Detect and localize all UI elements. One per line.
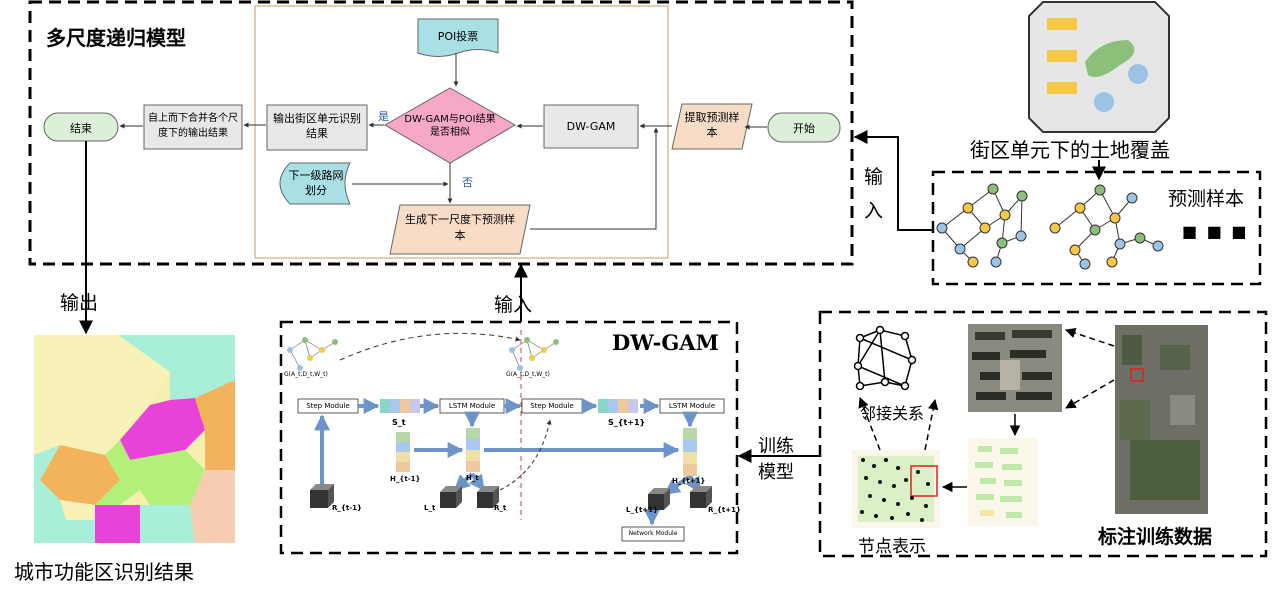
dwgam-panel-title: DW-GAM <box>612 330 719 355</box>
city-satellite-image <box>1115 325 1208 514</box>
zoomed-satellite-tile <box>968 324 1062 412</box>
land-cover-label: 街区单元下的土地覆盖 <box>970 138 1170 162</box>
h-t-plus-vector <box>683 428 697 476</box>
dwgam-box-shape <box>543 104 639 149</box>
next-road-shape <box>279 162 351 205</box>
node-dots <box>860 458 930 522</box>
h-t1-label: H_{t-1} <box>390 475 421 483</box>
r-t1-label: R_{t-1} <box>332 504 362 512</box>
extract-samples-label: 提取预测样本 <box>684 111 740 139</box>
dwgam-box-label: DW-GAM <box>566 120 616 133</box>
r-t-plus-label: R_{t+1} <box>708 506 741 514</box>
network-module-label: Network Module <box>628 530 678 537</box>
merge-block-label: 自上而下合并各个尺度下的输出结果 <box>148 113 238 139</box>
graph-label-1: G(A_t,D_t,W_t) <box>284 371 328 378</box>
start-label: 开始 <box>793 122 815 135</box>
prediction-samples-border <box>931 170 1262 286</box>
train-label: 训练模型 <box>758 436 794 483</box>
poi-vote-label: POI投票 <box>437 30 479 43</box>
h-t1-vector <box>396 432 410 472</box>
top-input-label: 输入 <box>864 166 884 222</box>
s-t1-vector <box>598 399 638 413</box>
sample-graph-1 <box>936 183 1028 268</box>
cube-r-t <box>477 486 499 508</box>
start-shape <box>767 112 841 143</box>
output-block-shape <box>266 104 368 151</box>
model-panel-border <box>28 0 854 266</box>
s-t1-label: S_{t+1} <box>608 418 646 427</box>
dwgam-input-label: 输入 <box>494 294 533 316</box>
adjacency-label: 邻接关系 <box>860 404 925 423</box>
h-t-vector <box>466 428 480 472</box>
extract-samples-shape <box>671 103 753 150</box>
model-panel-title: 多尺度递归模型 <box>46 26 186 50</box>
r-t-label: R_t <box>494 504 507 512</box>
mini-graph-2 <box>511 339 557 369</box>
annotated-data-label: 标注训练数据 <box>1098 526 1213 548</box>
l-t-plus-label: L_{t+1} <box>626 506 659 514</box>
functional-zone-map <box>34 335 235 543</box>
cube-r-t1 <box>310 484 334 508</box>
node-repr-tile <box>852 450 940 528</box>
node-repr-label: 节点表示 <box>858 537 926 557</box>
decision-label: DW-GAM与POI结果是否相似 <box>404 114 496 138</box>
cube-r-t-plus <box>690 486 712 508</box>
prediction-samples-label: 预测样本 <box>1168 188 1245 210</box>
h-t-plus-label: H_{t+1} <box>672 477 706 485</box>
dwgam-panel-border <box>279 320 739 555</box>
yes-label: 是 <box>378 110 389 123</box>
no-label: 否 <box>462 176 473 189</box>
ellipsis-label: ■ ■ ■ <box>1182 222 1249 241</box>
s-t-vector <box>380 399 420 413</box>
next-road-label: 下一级路网划分 <box>288 169 344 197</box>
h-t-label: H_t <box>466 474 479 482</box>
output-block-label: 输出街区单元识别结果 <box>273 112 361 140</box>
lstm-module-2-label: LSTM Module <box>668 402 716 410</box>
s-t-label: S_t <box>392 418 406 427</box>
output-label: 输出 <box>60 292 99 314</box>
lstm-module-1-label: LSTM Module <box>448 402 496 410</box>
step-module-1-label: Step Module <box>306 402 350 410</box>
training-panel-border <box>818 310 1268 558</box>
sample-graph-2 <box>1049 184 1164 270</box>
l-t-label: L_t <box>424 504 436 512</box>
mini-graph-1 <box>289 339 336 369</box>
result-label: 城市功能区识别结果 <box>14 560 194 584</box>
merge-block-shape <box>143 104 243 150</box>
next-scale-label: 生成下一尺度下预测样本 <box>405 213 515 242</box>
network-module-shape <box>621 526 685 542</box>
land-cover-map-tile <box>968 438 1038 526</box>
poi-vote-shape <box>417 18 499 57</box>
cube-l-t <box>440 486 462 508</box>
graph-label-2: G(A_t,D_t,W_t) <box>506 371 550 378</box>
end-label: 结束 <box>70 122 92 135</box>
step-module-2-label: Step Module <box>530 402 574 410</box>
end-shape <box>43 112 119 142</box>
cube-l-t-plus <box>648 488 670 510</box>
next-scale-shape <box>389 204 531 255</box>
